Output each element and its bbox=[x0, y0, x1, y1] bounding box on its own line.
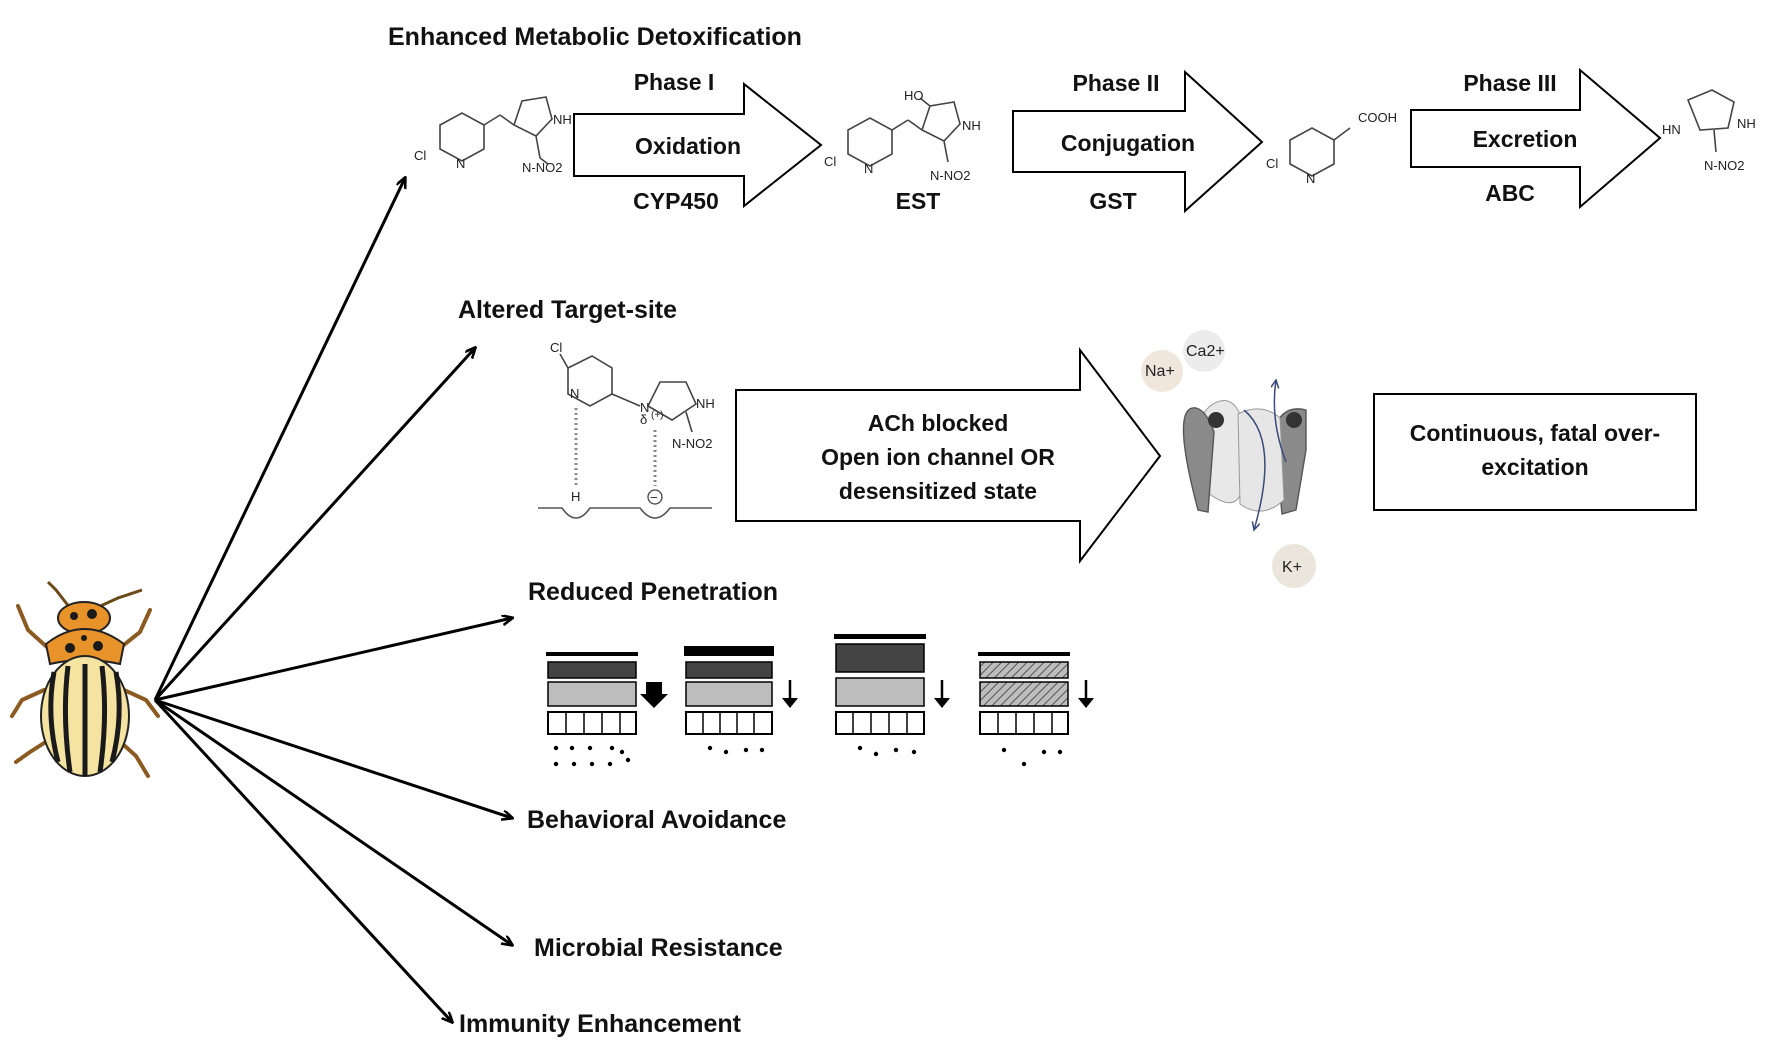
arrow-to-penetration bbox=[154, 618, 512, 702]
arrow-to-immunity bbox=[153, 698, 452, 1022]
chem-nh: NH bbox=[1737, 116, 1756, 131]
heading-penetration: Reduced Penetration bbox=[528, 578, 778, 606]
hydroxy-metabolite-structure: Cl N HO NH N-NO2 EST bbox=[824, 88, 981, 214]
target-arrow-line3: desensitized state bbox=[839, 478, 1037, 504]
phase-2-title: Phase II bbox=[1073, 70, 1160, 96]
phase-2-arrow: Phase II Conjugation GST bbox=[1012, 69, 1264, 214]
metabolite-label: EST bbox=[896, 188, 941, 214]
heading-target-site: Altered Target-site bbox=[458, 296, 677, 324]
chem-n: N bbox=[640, 400, 649, 415]
receptor-binding-structure: Cl N N NH N-NO2 δ (+) H − bbox=[538, 340, 715, 519]
phase-3-arrow: Phase III Excretion ABC bbox=[1410, 67, 1662, 210]
chem-n: N bbox=[570, 386, 579, 401]
target-arrow-line2: Open ion channel OR bbox=[821, 444, 1055, 470]
outcome-line2: excitation bbox=[1481, 454, 1588, 480]
phase-3-process: Excretion bbox=[1473, 126, 1578, 152]
phase-1-title: Phase I bbox=[634, 69, 715, 95]
phase-1-process: Oxidation bbox=[635, 133, 741, 159]
phase-3-enzyme: ABC bbox=[1485, 180, 1535, 206]
outcome-line1: Continuous, fatal over- bbox=[1410, 420, 1660, 446]
chem-no2: N-NO2 bbox=[522, 160, 562, 175]
chem-no2: N-NO2 bbox=[930, 168, 970, 183]
chem-nh: NH bbox=[553, 112, 572, 127]
chem-delta: δ bbox=[640, 412, 647, 427]
chem-ho: HO bbox=[904, 88, 924, 103]
chem-cooh: COOH bbox=[1358, 110, 1397, 125]
mechanism-arrows bbox=[153, 178, 512, 1022]
phase-2-enzyme: GST bbox=[1089, 188, 1136, 214]
chem-cl: Cl bbox=[414, 148, 426, 163]
chem-n: N bbox=[1306, 171, 1315, 186]
chem-h: H bbox=[571, 489, 580, 504]
ion-ca: Ca2+ bbox=[1186, 343, 1225, 360]
imidacloprid-structure: Cl N NH N-NO2 bbox=[414, 96, 572, 175]
chem-hn: HN bbox=[1662, 122, 1681, 137]
target-site-arrow: ACh blocked Open ion channel OR desensit… bbox=[735, 347, 1162, 564]
chem-cl: Cl bbox=[550, 340, 562, 355]
arrow-to-behavioral bbox=[154, 698, 512, 818]
heading-metabolic: Enhanced Metabolic Detoxification bbox=[388, 23, 802, 51]
phase-1-enzyme: CYP450 bbox=[633, 188, 719, 214]
chem-minus: − bbox=[650, 490, 658, 505]
outcome-box: Continuous, fatal over- excitation bbox=[1373, 393, 1697, 511]
chem-nh: NH bbox=[962, 118, 981, 133]
chem-no2: N-NO2 bbox=[1704, 158, 1744, 173]
ion-channel-icon: Na+ Ca2+ K+ bbox=[1141, 330, 1316, 588]
imidazolidine-structure: HN NH N-NO2 bbox=[1662, 89, 1756, 173]
arrow-to-metabolic bbox=[153, 178, 405, 701]
phase-3-title: Phase III bbox=[1463, 70, 1556, 96]
chem-cl: Cl bbox=[824, 154, 836, 169]
heading-behavioral: Behavioral Avoidance bbox=[527, 806, 786, 834]
ion-na: Na+ bbox=[1145, 363, 1175, 380]
chem-n: N bbox=[456, 156, 465, 171]
chem-cl: Cl bbox=[1266, 156, 1278, 171]
heading-microbial: Microbial Resistance bbox=[534, 934, 783, 962]
cuticle-layers-icon bbox=[546, 634, 1094, 767]
phase-1-arrow: Phase I Oxidation CYP450 bbox=[573, 69, 823, 214]
arrow-to-target-site bbox=[153, 348, 475, 702]
target-arrow-line1: ACh blocked bbox=[868, 410, 1009, 436]
chem-plus: (+) bbox=[651, 410, 664, 421]
phase-2-process: Conjugation bbox=[1061, 130, 1195, 156]
chem-n: N bbox=[864, 161, 873, 176]
ion-k: K+ bbox=[1282, 559, 1302, 576]
colorado-beetle-icon bbox=[10, 580, 160, 778]
arrow-to-microbial bbox=[154, 698, 512, 945]
heading-immunity: Immunity Enhancement bbox=[459, 1010, 742, 1038]
chem-no2: N-NO2 bbox=[672, 436, 712, 451]
chloronicotinic-acid-structure: Cl N COOH bbox=[1266, 110, 1397, 186]
chem-nh: NH bbox=[696, 396, 715, 411]
